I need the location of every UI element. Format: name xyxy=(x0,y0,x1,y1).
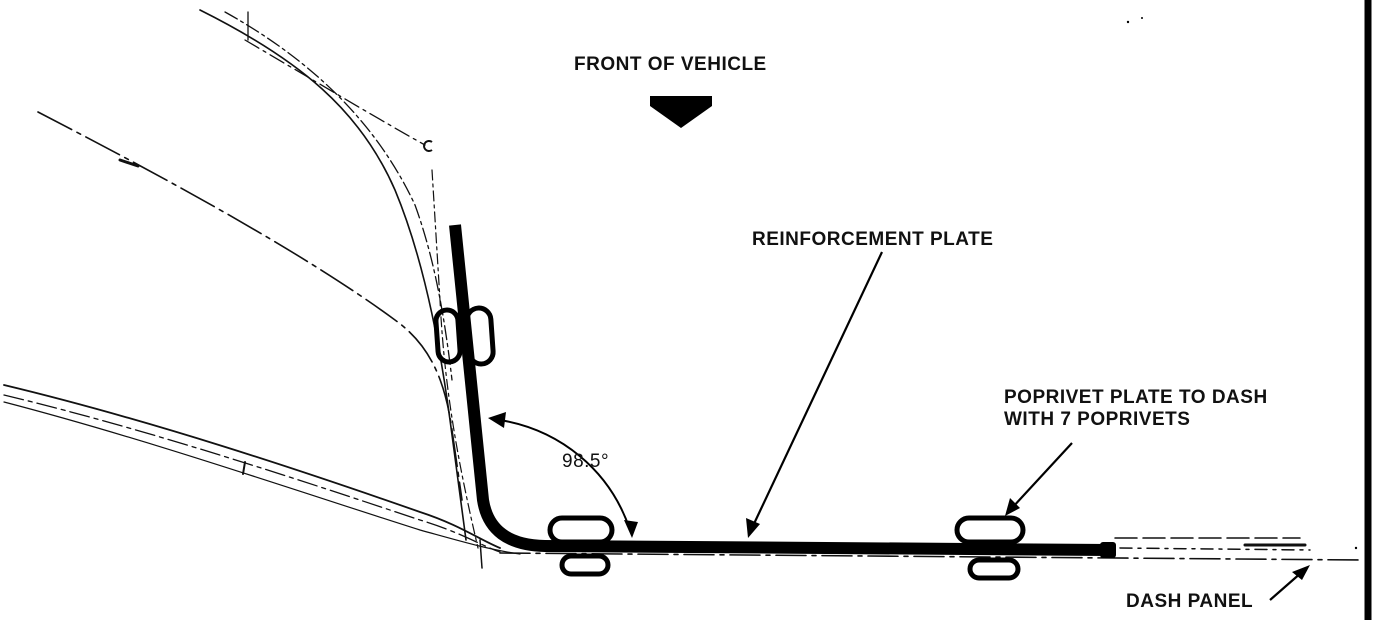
reinforcement-arrowhead xyxy=(746,518,760,538)
reinforcement-leader xyxy=(751,251,883,529)
front-arrow-icon xyxy=(650,96,712,128)
reinforcement-plate-end xyxy=(1100,542,1116,558)
poprivet-horizontal-1 xyxy=(547,515,615,545)
body-panel-middle-lines xyxy=(37,111,463,501)
reference-mark xyxy=(423,140,433,152)
poprivet-label: POPRIVET PLATE TO DASH WITH 7 POPRIVETS xyxy=(1004,387,1268,431)
angle-arrowhead-bottom xyxy=(624,520,638,538)
poprivet-label-line2: WITH 7 POPRIVETS xyxy=(1004,409,1191,430)
angle-label: 98.5° xyxy=(562,451,610,472)
reinforcement-plate-label: REINFORCEMENT PLATE xyxy=(752,229,994,250)
front-of-vehicle-label: FRONT OF VEHICLE xyxy=(574,54,767,75)
poprivets xyxy=(433,305,1026,581)
poprivet-arrowhead xyxy=(1005,498,1020,516)
dash-panel-lines xyxy=(499,537,1361,561)
poprivet-horizontal-2b xyxy=(967,557,1021,581)
reinforcement-plate xyxy=(449,224,1111,556)
poprivet-vertical-2 xyxy=(464,305,496,367)
angle-arrowhead-top xyxy=(488,412,506,428)
poprivet-vertical xyxy=(433,307,463,365)
body-panel-lower-lines xyxy=(3,384,521,569)
poprivet-label-line1: POPRIVET PLATE TO DASH xyxy=(1004,387,1268,408)
poprivet-horizontal-1b xyxy=(559,553,611,577)
angle-arc xyxy=(499,419,631,531)
poprivet-horizontal-2 xyxy=(954,515,1026,545)
dash-panel-arrowhead xyxy=(1292,565,1310,580)
dash-panel-leader xyxy=(1269,571,1303,601)
poprivet-leader xyxy=(1011,442,1073,509)
dash-panel-label: DASH PANEL xyxy=(1126,591,1254,612)
specks xyxy=(724,17,1358,550)
body-panel-upper-lines xyxy=(199,9,479,549)
